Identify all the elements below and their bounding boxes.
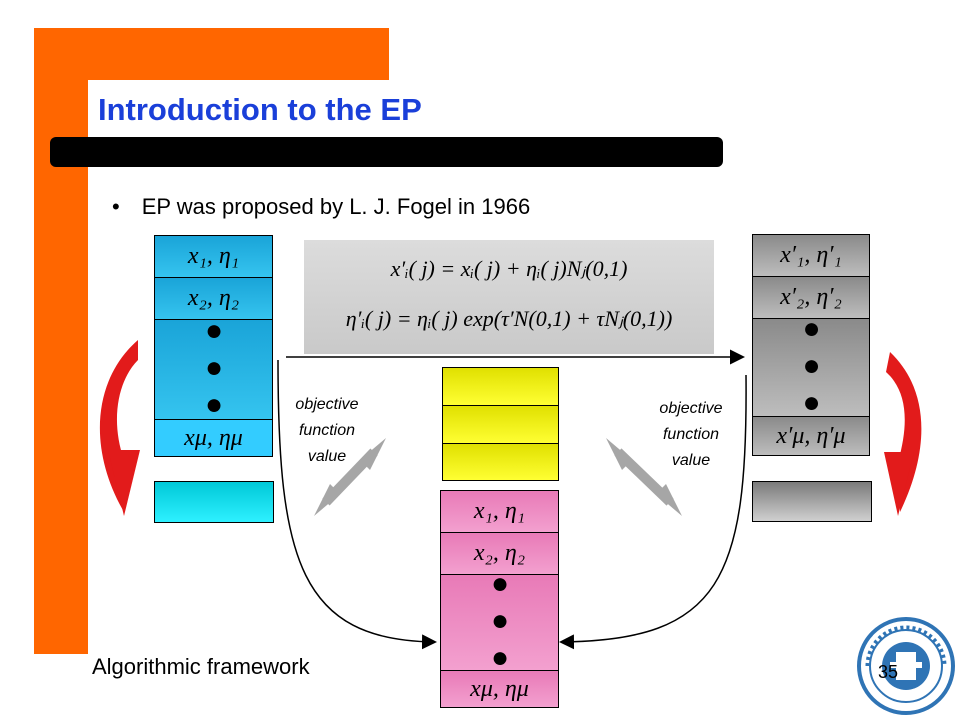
parent-row-2: x₂, η₂ (155, 278, 272, 320)
bullet-item: • EP was proposed by L. J. Fogel in 1966 (112, 194, 530, 220)
objective-left-line-3: value (307, 448, 347, 465)
orange-horizontal-band (34, 28, 389, 80)
parent-row-1: x₁, η₁ (155, 236, 272, 278)
right-red-arrowhead (884, 452, 914, 516)
selected-population: x₁, η₁ x₂, η₂ ●●● xμ, ημ (440, 490, 559, 708)
selected-row-2: x₂, η₂ (441, 533, 558, 575)
left-double-arrow (314, 438, 386, 516)
parent-fitness-box (154, 481, 274, 523)
footer-caption: Algorithmic framework (92, 654, 310, 679)
orange-vertical-band (34, 28, 88, 654)
objective-label-right: objective function value (636, 396, 746, 474)
university-logo-icon (857, 617, 955, 715)
formula-mutation-x: x′ᵢ( j) = xᵢ( j) + ηᵢ( j)Nⱼ(0,1) (390, 256, 628, 281)
right-red-arrow (886, 352, 922, 512)
slide-title: Introduction to the EP (98, 92, 422, 127)
objective-label-left: objective function value (272, 392, 382, 470)
right-double-arrow (606, 438, 682, 516)
formula-box: x′ᵢ( j) = xᵢ( j) + ηᵢ( j)Nⱼ(0,1) η′ᵢ( j)… (304, 240, 714, 354)
formula-mutation-eta: η′ᵢ( j) = ηᵢ( j) exp(τ′N(0,1) + τNⱼ(0,1)… (345, 306, 673, 331)
objective-right-line-3: value (671, 452, 711, 469)
offspring-population: x′₁, η′₁ x′₂, η′₂ ●●● x′μ, η′μ (752, 234, 870, 456)
left-red-arrow (99, 340, 138, 512)
parent-population: x₁, η₁ x₂, η₂ ●●● xμ, ημ (154, 235, 273, 457)
offspring-fitness-box (752, 481, 872, 522)
right-selection-curve (559, 374, 747, 650)
bullet-symbol: • (112, 194, 120, 219)
offspring-row-1: x′₁, η′₁ (753, 235, 869, 277)
left-selection-curve (277, 359, 437, 650)
parent-row-mu: xμ, ημ (155, 420, 272, 456)
parent-ellipsis: ●●● (155, 314, 272, 425)
selected-ellipsis: ●●● (441, 567, 558, 678)
selected-row-1: x₁, η₁ (441, 491, 558, 533)
page-number: 35 (878, 662, 899, 682)
offspring-row-2: x′₂, η′₂ (753, 277, 869, 319)
selected-row-mu: xμ, ημ (441, 671, 558, 707)
objective-right-line-1: objective (659, 400, 723, 417)
fitness-cell-1 (443, 368, 558, 406)
objective-left-line-2: function (298, 422, 356, 439)
title-underline-bar (50, 137, 723, 167)
objective-left-line-1: objective (295, 396, 359, 413)
bullet-text: EP was proposed by L. J. Fogel in 1966 (141, 194, 531, 219)
fitness-cell-2 (443, 406, 558, 444)
offspring-ellipsis: ●●● (753, 312, 869, 423)
objective-right-line-2: function (662, 426, 720, 443)
fitness-cell-3 (443, 444, 558, 480)
offspring-row-mu: x′μ, η′μ (753, 417, 869, 455)
left-red-arrowhead (108, 450, 140, 516)
fitness-stack (442, 367, 559, 481)
